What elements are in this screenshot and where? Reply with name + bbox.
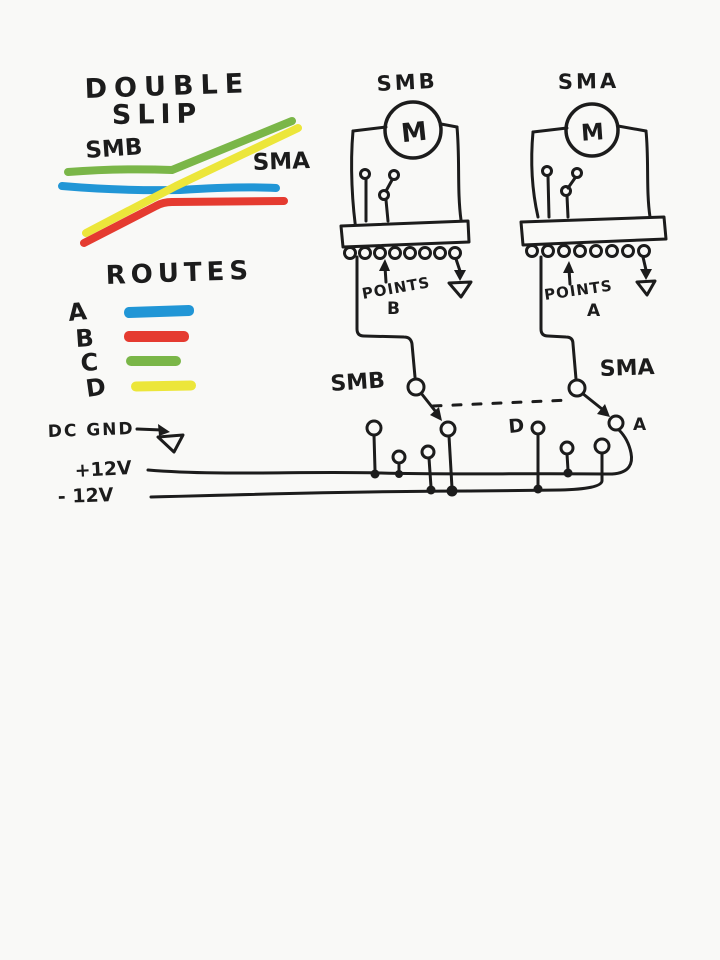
points-callout-b: POINTS B xyxy=(361,259,432,319)
legend-label-c: C xyxy=(80,348,99,377)
plus-12v-label: +12V xyxy=(74,457,132,482)
title-line2: SLIP xyxy=(112,98,203,131)
switch-arm xyxy=(580,391,604,411)
switch-pivot xyxy=(406,377,426,397)
ground-triangle xyxy=(635,279,657,297)
legend-row-c: C xyxy=(80,348,181,377)
switch-arrow-head xyxy=(430,407,442,421)
up-arrow-head xyxy=(379,259,390,271)
contact-a-feed-wire xyxy=(610,428,633,476)
unit-body-right xyxy=(455,125,463,222)
motor-unit-sma: SMA M POINTS xyxy=(519,69,668,381)
route-c-track xyxy=(64,117,296,176)
up-arrow-head xyxy=(563,261,574,273)
routes-legend: ROUTES A B C D xyxy=(67,256,254,403)
unit-body-left xyxy=(530,130,540,219)
legend-row-d: D xyxy=(84,372,196,403)
double-slip-sketch: DOUBLE SLIP SMB SMA xyxy=(58,68,311,247)
ground-symbol-smb xyxy=(447,257,473,299)
terminal-loops xyxy=(525,244,651,258)
motor-circle xyxy=(564,102,620,158)
legend-label-a: A xyxy=(67,297,89,327)
contact-a-label: A xyxy=(633,415,647,435)
route-d-track xyxy=(82,124,302,237)
minus-12v-bus-line xyxy=(149,451,604,499)
unit-body-top-right xyxy=(439,122,459,129)
unit-body-right xyxy=(644,129,652,219)
motor-unit-smb: SMB M POINTS xyxy=(339,69,473,379)
legend-row-b: B xyxy=(74,324,189,353)
ground-triangle xyxy=(447,280,473,299)
bus-terminal-2 xyxy=(391,449,407,478)
bus-terminals: D xyxy=(365,415,611,497)
ground-arrow-head xyxy=(454,270,466,281)
internal-contacts xyxy=(541,165,583,219)
legend-swatch-c xyxy=(126,356,181,366)
terminal-bar xyxy=(339,219,471,249)
selector-switch-sma: SMA A xyxy=(567,355,655,435)
route-b-track xyxy=(80,197,288,247)
plus-12v-bus-line xyxy=(146,468,614,476)
points-callout-a: POINTS A xyxy=(543,261,614,321)
switch-arrow-head xyxy=(597,404,610,417)
points-word: POINTS xyxy=(543,277,614,304)
junction-dot xyxy=(370,469,380,479)
switch-pivot xyxy=(567,378,587,398)
dc-gnd-label: DC GND xyxy=(47,419,134,442)
gnd-triangle xyxy=(156,433,185,454)
points-route-letter: B xyxy=(387,299,400,319)
dc-gnd-symbol xyxy=(135,424,185,454)
switch-link-dashed-line xyxy=(431,398,572,408)
points-route-letter: A xyxy=(587,301,601,321)
unit-smb-label: SMB xyxy=(376,69,438,96)
junction-dot xyxy=(426,485,436,495)
route-a-track xyxy=(58,182,280,195)
unit-body-top-right xyxy=(616,124,648,133)
motor-letter: M xyxy=(580,119,605,147)
ground-symbol-sma xyxy=(635,255,657,297)
double-slip-sma-label: SMA xyxy=(252,148,310,176)
bus-terminal-6 xyxy=(559,440,575,478)
bus-terminal-7 xyxy=(593,437,611,455)
junction-dot xyxy=(533,484,543,494)
junction-dot xyxy=(395,470,403,478)
terminal-bar xyxy=(519,215,668,247)
unit-body-left xyxy=(350,129,359,239)
legend-row-a: A xyxy=(67,297,195,327)
switch-arm xyxy=(419,391,438,414)
motor-circle xyxy=(383,100,443,160)
ground-arrow-head xyxy=(640,269,652,280)
points-feed-wire xyxy=(355,255,417,379)
legend-swatch-a xyxy=(124,304,195,319)
bus-terminal-1 xyxy=(365,419,383,479)
contact-b-terminal xyxy=(439,420,457,438)
unit-sma-label: SMA xyxy=(558,69,620,94)
double-slip-smb-label: SMB xyxy=(85,134,144,164)
minus-12v-label: - 12V xyxy=(57,484,114,508)
bus-terminal-d: D xyxy=(508,415,546,494)
unit-body-top-left xyxy=(531,126,569,134)
contact-a-terminal xyxy=(607,414,625,432)
gnd-arrow-head xyxy=(158,424,170,436)
contact-b-drop xyxy=(446,434,458,497)
internal-contacts xyxy=(359,168,400,223)
motor-letter: M xyxy=(400,117,429,150)
terminal-loops xyxy=(343,246,462,260)
terminal-d-label: D xyxy=(508,415,526,438)
junction-dot xyxy=(446,485,458,497)
points-feed-wire xyxy=(539,255,578,381)
junction-dot xyxy=(563,468,573,478)
legend-swatch-b xyxy=(124,331,189,342)
legend-heading: ROUTES xyxy=(105,256,253,291)
unit-body-top-left xyxy=(351,125,388,133)
bus-terminal-3 xyxy=(420,444,436,495)
power-bus: DC GND +12V - 12V xyxy=(47,419,633,508)
legend-swatch-d xyxy=(131,380,196,392)
switch-sma-label: SMA xyxy=(599,355,655,382)
legend-label-d: D xyxy=(84,372,108,403)
title-line1: DOUBLE xyxy=(84,68,251,105)
legend-label-b: B xyxy=(74,324,94,353)
selector-switch-smb: SMB xyxy=(330,368,457,438)
switch-smb-label: SMB xyxy=(330,368,386,397)
